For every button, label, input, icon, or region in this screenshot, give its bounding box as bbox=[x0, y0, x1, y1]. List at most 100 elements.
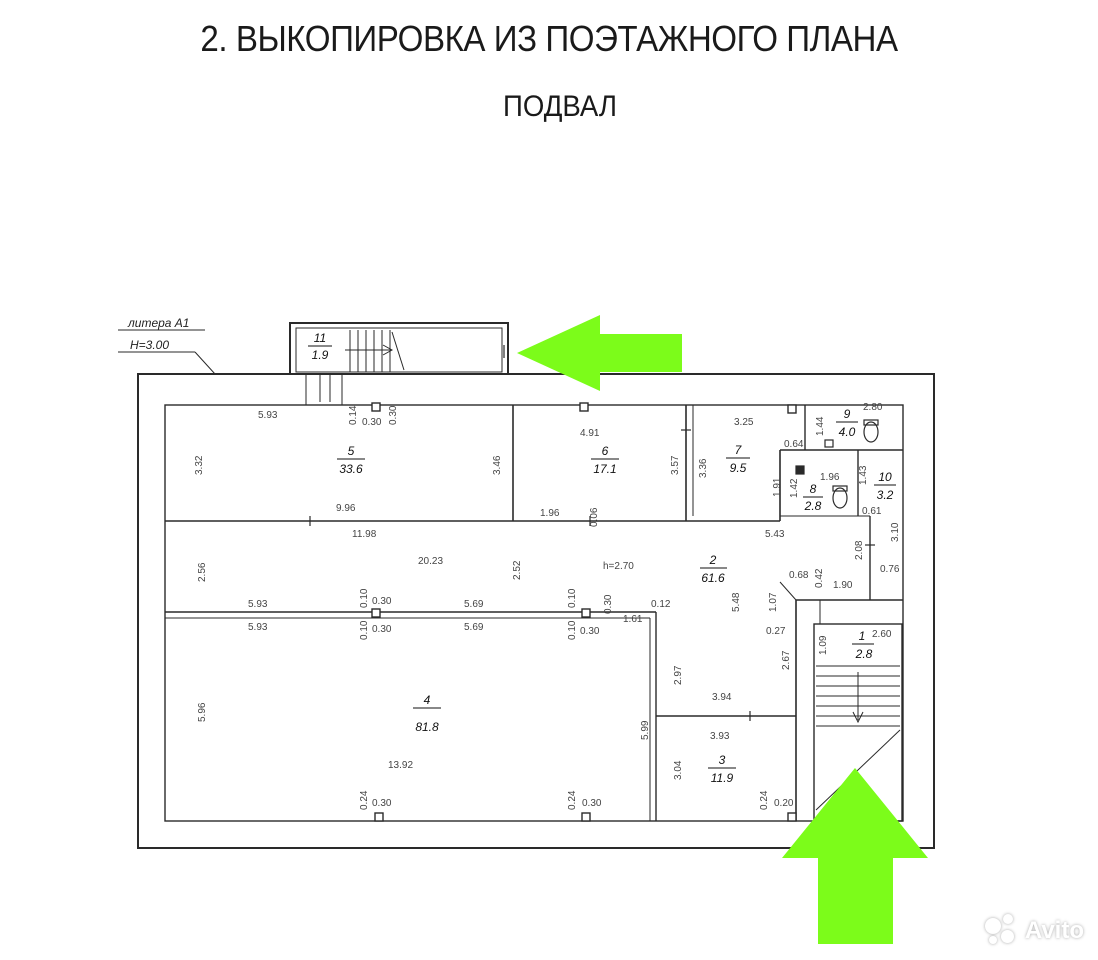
room-area: 33.6 bbox=[339, 462, 363, 476]
dimension-label: 1.96 bbox=[540, 508, 560, 519]
room-number: 7 bbox=[735, 443, 743, 457]
dimension-label: 2.97 bbox=[673, 665, 684, 685]
ceiling-height: h=2.70 bbox=[603, 561, 634, 572]
door-marks bbox=[309, 345, 875, 721]
dimension-label: 1.90 bbox=[833, 580, 853, 591]
building-walls bbox=[137, 322, 935, 849]
room-area: 4.0 bbox=[839, 425, 856, 439]
dimension-label: 0.30 bbox=[372, 624, 392, 635]
dimension-label: 0.10 bbox=[359, 588, 370, 608]
dimension-label: 2.67 bbox=[781, 650, 792, 670]
dimension-label: 5.99 bbox=[640, 720, 651, 740]
dimension-label: 3.25 bbox=[734, 417, 754, 428]
litera-leader bbox=[118, 329, 216, 375]
dimension-label: 3.93 bbox=[710, 731, 730, 742]
dimension-label: 0.24 bbox=[567, 790, 578, 810]
dimension-label: 0.42 bbox=[814, 568, 825, 588]
dimension-label: 3.04 bbox=[673, 760, 684, 780]
dimension-label: 9.96 bbox=[336, 503, 356, 514]
litera-height: Н=3.00 bbox=[130, 338, 169, 352]
room-area: 17.1 bbox=[593, 462, 616, 476]
dimension-labels: 5.93 0.14 0.30 0.30 3.32 3.46 9.96 4.91 … bbox=[194, 402, 901, 810]
dimension-label: 13.92 bbox=[388, 760, 413, 771]
room-number: 6 bbox=[602, 444, 609, 458]
dimension-label: 4.91 bbox=[580, 428, 600, 439]
dimension-label: 3.46 bbox=[492, 455, 503, 475]
dimension-label: 0.10 bbox=[567, 588, 578, 608]
room-number: 1 bbox=[859, 629, 866, 643]
dimension-label: 0.30 bbox=[388, 405, 399, 425]
dimension-label: 20.23 bbox=[418, 556, 443, 567]
avito-dots-icon bbox=[984, 914, 1019, 948]
stairs bbox=[305, 330, 901, 811]
up-arrow-icon bbox=[782, 768, 928, 944]
dimension-label: 1.44 bbox=[815, 416, 826, 436]
columns bbox=[371, 402, 797, 822]
room-number: 3 bbox=[719, 753, 726, 767]
dimension-label: 0.61 bbox=[862, 506, 882, 517]
dimension-label: 2.56 bbox=[197, 562, 208, 582]
dimension-label: 0.10 bbox=[567, 620, 578, 640]
dimension-label: 0.12 bbox=[651, 599, 671, 610]
room-area: 9.5 bbox=[730, 461, 747, 475]
plan-subtitle: ПОДВАЛ bbox=[502, 90, 618, 123]
dimension-label: 1.61 bbox=[623, 614, 643, 625]
dimension-label: 3.10 bbox=[890, 522, 901, 542]
avito-watermark: Avito bbox=[984, 914, 1084, 948]
dimension-label: 3.94 bbox=[712, 692, 732, 703]
dimension-label: 3.32 bbox=[194, 455, 205, 475]
dimension-label: 0.14 bbox=[348, 405, 359, 425]
room-area: 1.9 bbox=[312, 348, 329, 362]
room-number: 4 bbox=[424, 693, 431, 707]
dimension-label: 0.76 bbox=[880, 564, 900, 575]
room-area: 11.9 bbox=[711, 771, 734, 785]
room-area: 2.8 bbox=[804, 499, 822, 513]
dimension-label: 1.43 bbox=[858, 465, 869, 485]
dimension-label: 0.64 bbox=[784, 439, 804, 450]
dimension-label: 5.69 bbox=[464, 622, 484, 633]
dimension-label: 0.30 bbox=[582, 798, 602, 809]
dimension-label: 1.91 bbox=[772, 477, 783, 497]
dimension-label: 2.60 bbox=[872, 629, 892, 640]
dimension-label: 0.20 bbox=[774, 798, 794, 809]
room-number: 11 bbox=[314, 331, 326, 345]
room-number: 10 bbox=[878, 470, 892, 484]
dimension-label: 0.30 bbox=[362, 417, 382, 428]
litera-name: литера А1 bbox=[127, 316, 189, 330]
dimension-label: 0.10 bbox=[359, 620, 370, 640]
dimension-label: 5.48 bbox=[731, 592, 742, 612]
room-area: 61.6 bbox=[701, 571, 725, 585]
dimension-label: 0.24 bbox=[759, 790, 770, 810]
room-area: 81.8 bbox=[415, 720, 439, 734]
dimension-label: 3.36 bbox=[698, 458, 709, 478]
dimension-label: 0.30 bbox=[580, 626, 600, 637]
room-area: 2.8 bbox=[855, 647, 873, 661]
dimension-label: 2.80 bbox=[863, 402, 883, 413]
dimension-label: 0.30 bbox=[372, 798, 392, 809]
dimension-label: 11.98 bbox=[352, 529, 377, 540]
dimension-label: 0.27 bbox=[766, 626, 786, 637]
room-number: 8 bbox=[810, 482, 817, 496]
dimension-label: 0.30 bbox=[372, 596, 392, 607]
dimension-label: 5.43 bbox=[765, 529, 785, 540]
room-labels: 1 2.8 2 61.6 3 11.9 4 81.8 5 33.6 6 17.1… bbox=[308, 331, 896, 785]
room-area: 3.2 bbox=[877, 488, 894, 502]
dimension-label: 3.57 bbox=[670, 455, 681, 475]
dimension-label: 1.42 bbox=[789, 478, 800, 498]
dimension-label: 1.96 bbox=[820, 472, 840, 483]
dimension-label: 1.07 bbox=[768, 592, 779, 612]
avito-text: Avito bbox=[1024, 917, 1084, 944]
dimension-label: 5.93 bbox=[258, 410, 278, 421]
sanitary-fixtures bbox=[795, 419, 879, 509]
dimension-label: 5.96 bbox=[197, 702, 208, 722]
dimension-label: 0.68 bbox=[789, 570, 809, 581]
dimension-label: 0.24 bbox=[359, 790, 370, 810]
dimension-label: 5.93 bbox=[248, 622, 268, 633]
room-number: 9 bbox=[844, 407, 851, 421]
room-number: 2 bbox=[709, 553, 717, 567]
left-arrow-icon bbox=[517, 315, 682, 391]
dimension-label: 2.08 bbox=[854, 540, 865, 560]
room-number: 5 bbox=[348, 444, 355, 458]
dimension-label: 0.06 bbox=[589, 507, 600, 527]
